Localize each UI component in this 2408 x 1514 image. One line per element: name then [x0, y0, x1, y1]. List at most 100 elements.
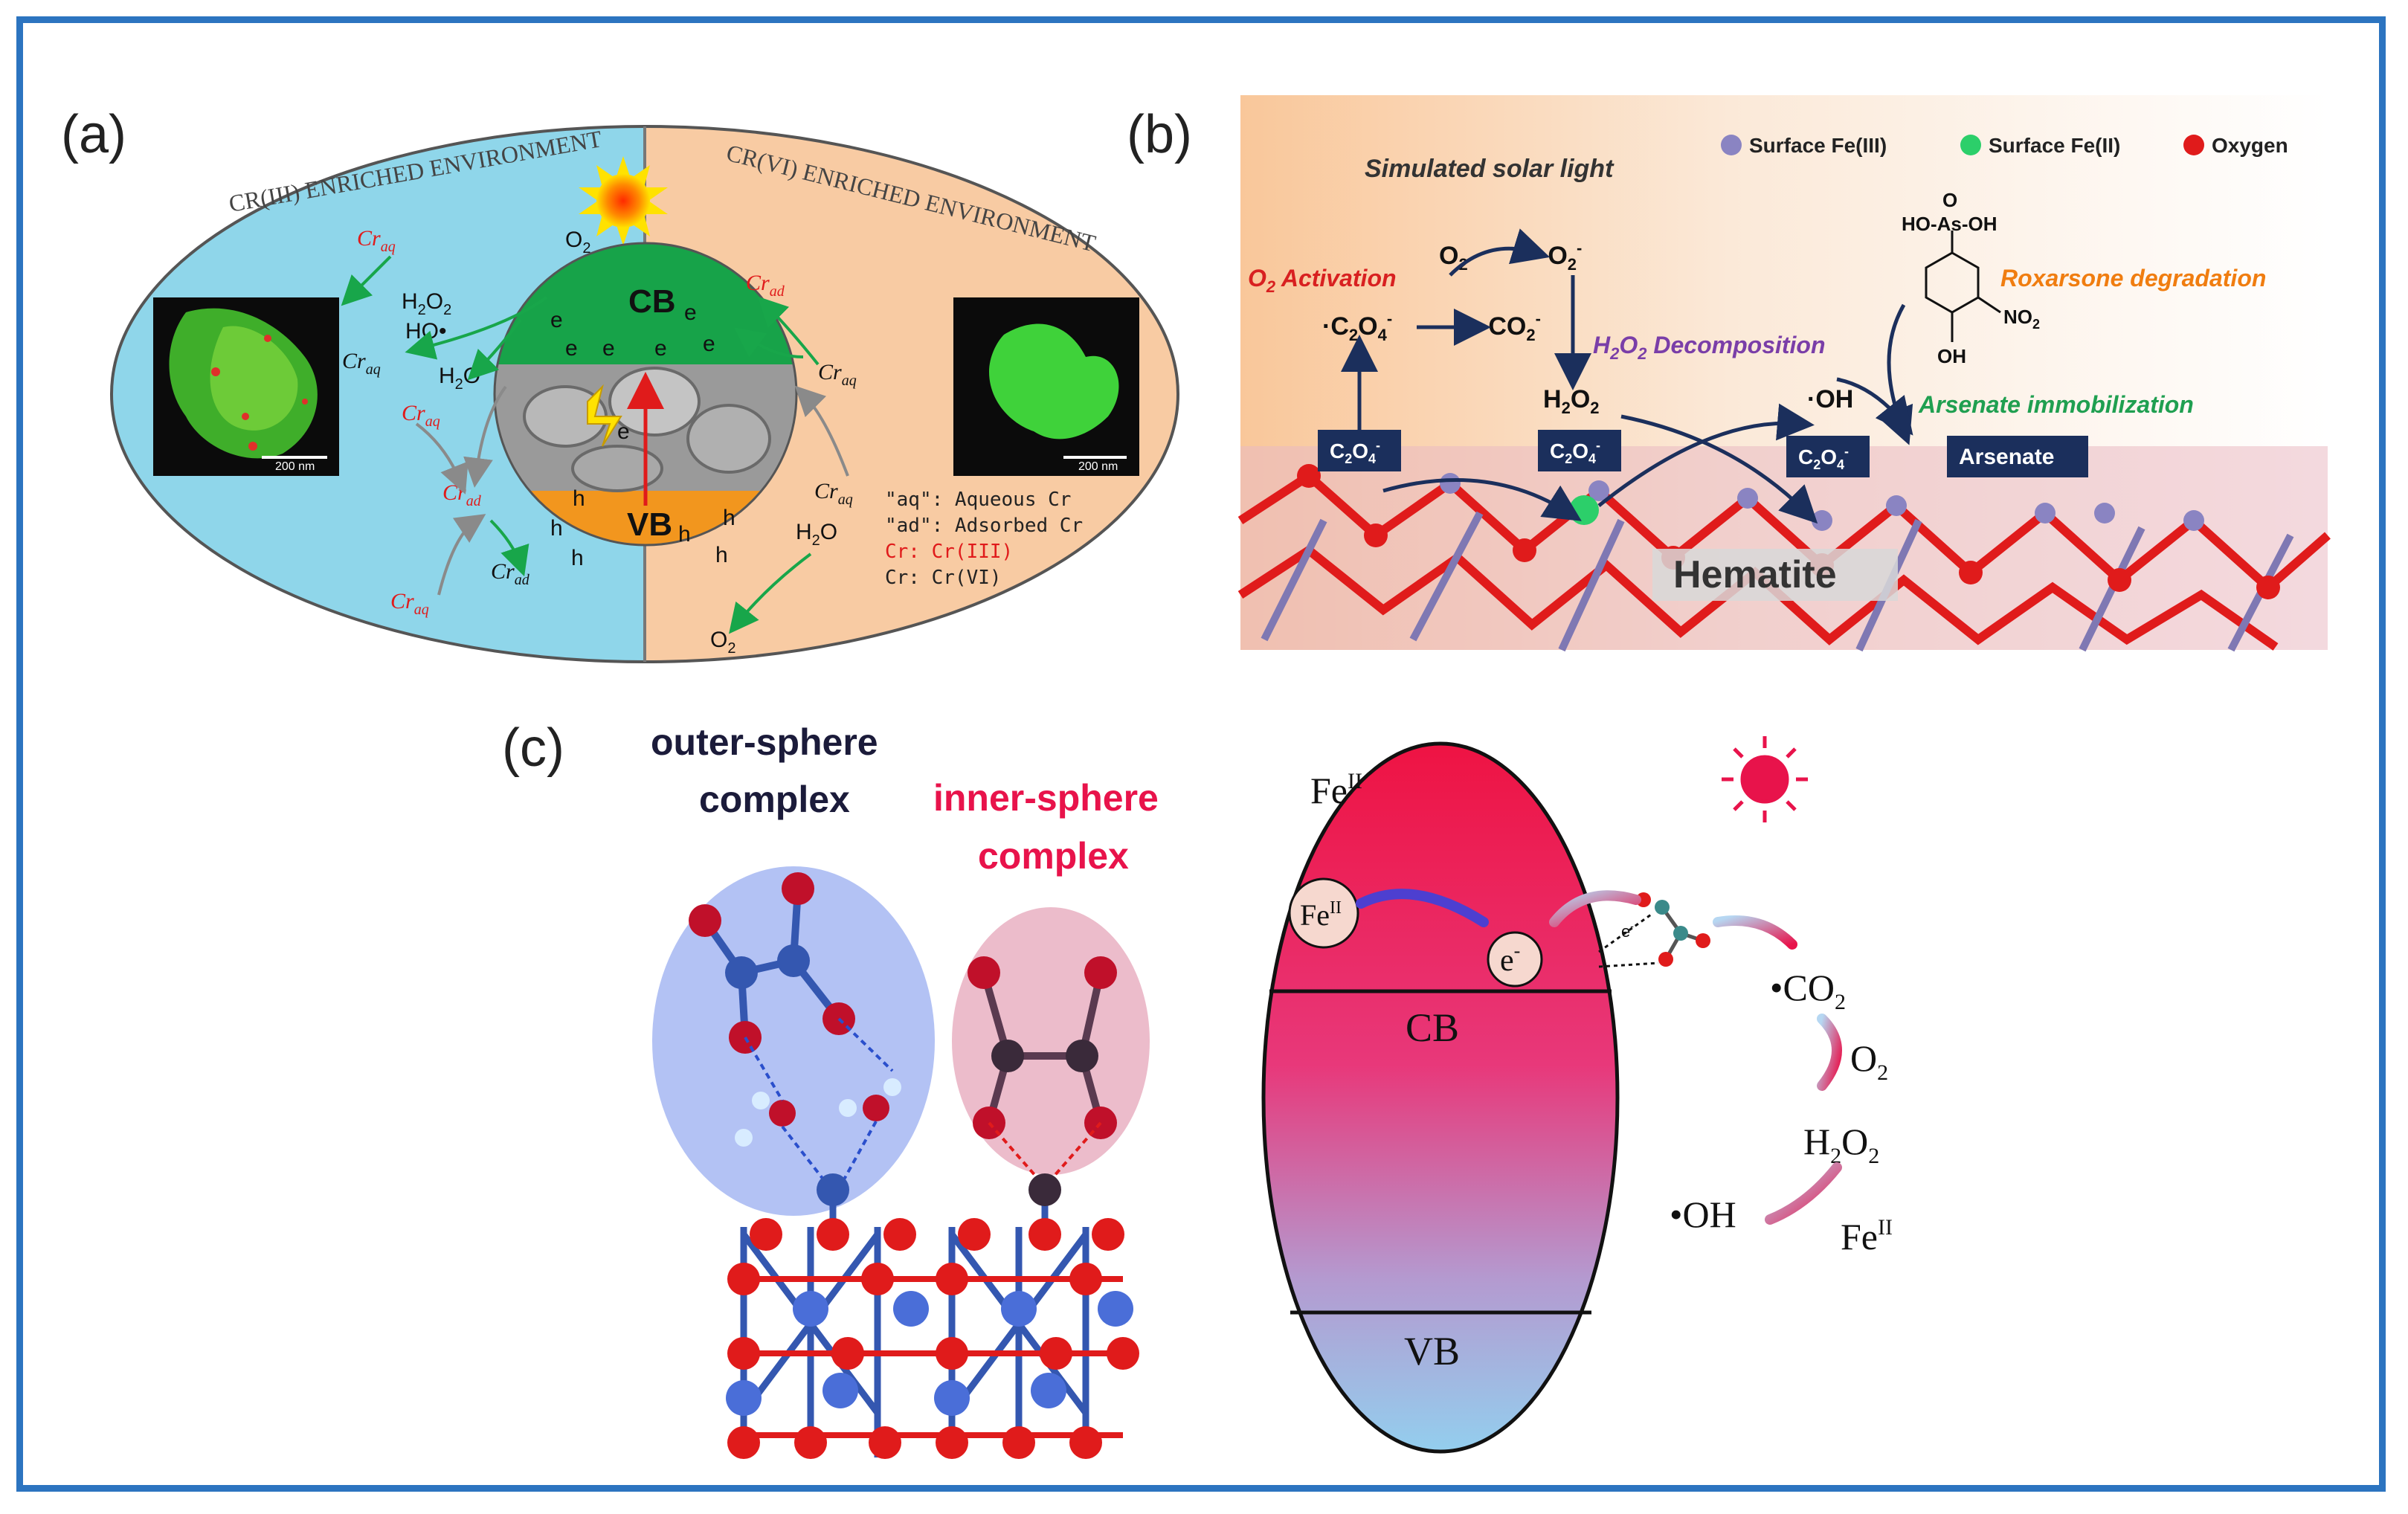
hydroxyl-group: OH — [1937, 345, 1966, 367]
sun-icon — [579, 156, 668, 245]
band-diagram: CB VB — [1261, 741, 1620, 1454]
panel-c: (c) outer-sphere complex inner-sphere co… — [502, 718, 1893, 1459]
cr-aq-4: Craq — [390, 589, 429, 618]
fe2-top: FeII — [1310, 769, 1362, 811]
simulated-light-title: Simulated solar light — [1365, 155, 1615, 183]
oh-radical-c: •OH — [1670, 1194, 1736, 1235]
o2-c: O2 — [1850, 1037, 1888, 1085]
arsenate-box-label: Arsenate — [1959, 445, 2054, 469]
hole-a3: h — [571, 546, 584, 570]
legend-surface-fe2: Surface Fe(II) — [1989, 134, 2120, 157]
h2o2-a: H2O2 — [402, 289, 451, 318]
lightning-icon — [587, 384, 622, 447]
legend-aq: "aq": Aqueous Cr — [885, 489, 1071, 511]
outer-sphere-complex: complex — [699, 779, 850, 820]
legend-oxygen: Oxygen — [2212, 134, 2288, 157]
svg-text:C2O4-: C2O4- — [1550, 438, 1600, 466]
fe2-legend-dot — [1960, 135, 1981, 155]
electron-a3: e — [602, 336, 615, 361]
legend-cr6: Cr: Cr(VI) — [885, 567, 1002, 589]
oxalate-adsorbed: e- — [1598, 892, 1710, 968]
electron-a6: e — [703, 332, 715, 356]
cr-ad-3: Crad — [746, 271, 785, 300]
scale-bar-right: 200 nm — [1078, 460, 1118, 473]
c2o4-box-2: C2O4- — [1538, 430, 1621, 471]
panel-b: (b) Simulated solar light Surface Fe(III… — [1127, 95, 2331, 652]
co2-arrow — [1713, 915, 1797, 950]
arsenate-box: Arsenate — [1947, 436, 2088, 477]
svg-text:FeII: FeII — [1300, 898, 1342, 932]
hole-a1: h — [573, 486, 585, 511]
hole-a4: h — [678, 522, 691, 547]
arsenate-immobilization-label: Arsenate immobilization — [1918, 391, 2194, 418]
outer-sphere-ellipse — [652, 866, 935, 1216]
electron-a4: e — [654, 336, 667, 361]
electron-transfer-arrow — [1356, 889, 1489, 927]
fe2-bottom: FeII — [1841, 1215, 1893, 1257]
electron-a7: e — [617, 419, 630, 444]
oxalate-electron-arrow — [1549, 890, 1641, 927]
hematite-label: Hematite — [1673, 553, 1837, 596]
h2o-a-right: H2O — [796, 520, 837, 549]
arsenic-oxo: O — [1942, 189, 1957, 211]
cr-aq-3: Craq — [402, 401, 440, 430]
legend-surface-fe3: Surface Fe(III) — [1749, 134, 1887, 157]
electron-a2: e — [565, 336, 578, 361]
h2o2-c: H2O2 — [1803, 1121, 1879, 1168]
legend-cr3: Cr: Cr(III) — [885, 541, 1013, 563]
o2-arrow — [1817, 1014, 1842, 1091]
o2-a: O2 — [565, 228, 590, 257]
outer-sphere-molecule — [689, 872, 901, 1191]
oh-radical-b: ·OH — [1807, 385, 1853, 413]
cb-label-c: CB — [1406, 1005, 1459, 1050]
co2-radical-c: •CO2 — [1770, 967, 1846, 1014]
electron-a1: e — [550, 308, 563, 332]
cb-label-a: CB — [628, 283, 676, 320]
panel-b-label: (b) — [1127, 105, 1192, 164]
cr-aq-5: Craq — [818, 360, 857, 389]
o2-activation-label: O2 Activation — [1248, 265, 1397, 296]
hematite-lattice — [1237, 446, 2331, 652]
vb-label-c: VB — [1404, 1329, 1460, 1373]
panel-a: (a) CR(III) ENRICHED ENVIRONMENT CR(VI) … — [61, 105, 1179, 663]
fe2-adsorbed: FeII — [1288, 877, 1359, 949]
hole-a6: h — [715, 543, 728, 567]
cr-aq-6: Craq — [814, 479, 853, 508]
roxarsone-label: Roxarsone degradation — [2000, 265, 2266, 291]
crystal-lattice — [726, 1173, 1139, 1459]
cr-aq-1: Craq — [357, 226, 396, 255]
nitro-group: NO2 — [2003, 306, 2040, 332]
outer-sphere-title: outer-sphere — [651, 721, 878, 763]
vb-label-a: VB — [627, 506, 672, 543]
svg-text:e-: e- — [1621, 920, 1634, 941]
arsenic-group: HO-As-OH — [1902, 213, 1997, 235]
c2o4-box-1: C2O4- — [1318, 430, 1401, 471]
panel-a-label: (a) — [61, 105, 126, 164]
fe3-legend-dot — [1721, 135, 1742, 155]
surface-fe2-atom — [1569, 495, 1599, 525]
svg-text:C2O4-: C2O4- — [1798, 444, 1849, 472]
scale-bar-left: 200 nm — [275, 460, 315, 473]
roxarsone-structure — [1925, 231, 2001, 342]
cr-aq-2: Craq — [342, 349, 381, 378]
hole-a2: h — [550, 516, 563, 541]
c2o4-box-3: C2O4- — [1786, 436, 1870, 477]
panel-c-label: (c) — [502, 718, 564, 778]
o2-a-bottom: O2 — [710, 628, 735, 657]
sun-icon-c — [1722, 736, 1808, 822]
inner-sphere-complex: complex — [978, 835, 1129, 877]
electron-a5: e — [684, 300, 697, 325]
legend-ad: "ad": Adsorbed Cr — [885, 515, 1083, 537]
inner-sphere-molecule — [968, 956, 1117, 1184]
inner-sphere-title: inner-sphere — [933, 777, 1159, 819]
hematite-label-box: Hematite — [1652, 549, 1898, 601]
electron-c: e- — [1487, 931, 1543, 988]
oxygen-legend-dot — [2183, 135, 2204, 155]
oh-arrow — [1765, 1162, 1842, 1225]
svg-text:C2O4-: C2O4- — [1330, 438, 1380, 466]
hole-a5: h — [723, 506, 735, 530]
o2-b: O2 — [1439, 242, 1468, 274]
svg-text:e-: e- — [1500, 940, 1520, 978]
ho-radical-a: HO• — [405, 319, 447, 344]
